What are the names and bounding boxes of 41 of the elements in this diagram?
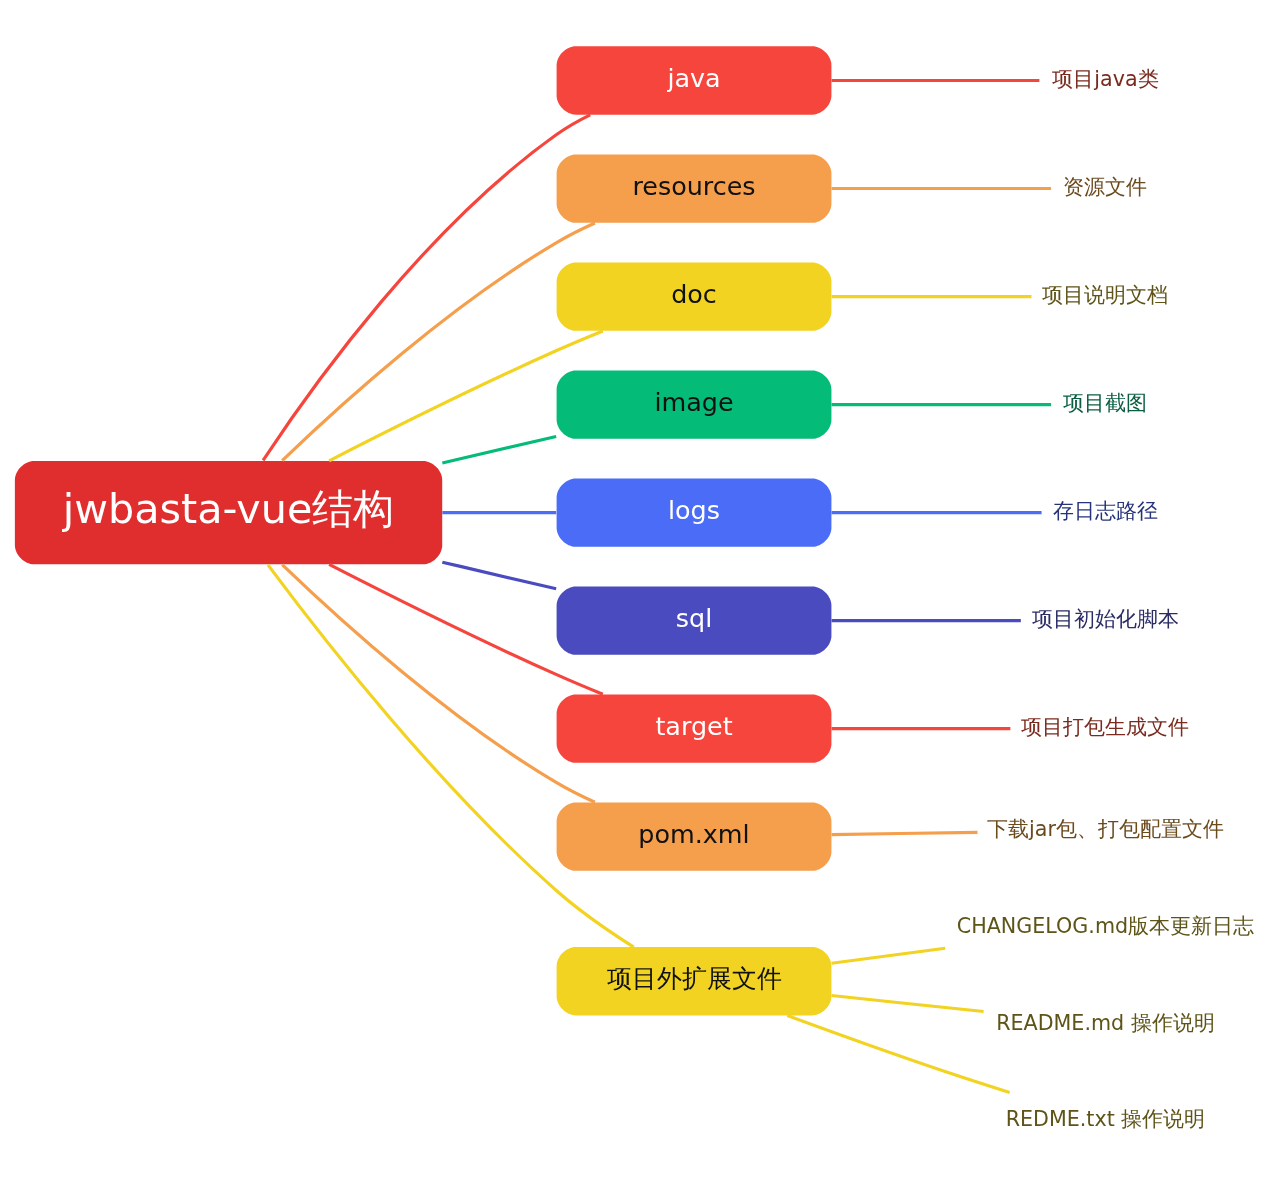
node-text: 项目初始化脚本	[1031, 606, 1179, 631]
node-box: logs	[556, 477, 832, 547]
node-text: CHANGELOG.md版本更新日志	[956, 913, 1255, 938]
connector	[831, 946, 946, 965]
connector	[441, 560, 557, 590]
connector	[442, 510, 557, 514]
node-text: 下载jar包、打包配置文件	[987, 816, 1224, 841]
connector	[261, 112, 591, 461]
connector	[328, 329, 604, 462]
connector	[831, 402, 1052, 406]
node-box: pom.xml	[556, 802, 832, 871]
connector	[281, 562, 596, 804]
connector	[831, 510, 1042, 514]
node-box: sql	[556, 586, 832, 655]
node-box: java	[556, 45, 832, 115]
connector	[831, 186, 1052, 190]
node-text: README.md 操作说明	[996, 1010, 1215, 1035]
connector	[831, 78, 1040, 82]
node-box: 项目外扩展文件	[556, 946, 832, 1015]
node-text: 资源文件	[1063, 174, 1148, 199]
node-text: REDME.txt 操作说明	[1005, 1106, 1206, 1131]
connector	[281, 221, 596, 462]
connector	[266, 563, 635, 948]
node-box: target	[556, 694, 832, 763]
connector	[831, 726, 1011, 730]
connector	[831, 993, 984, 1013]
connector	[831, 294, 1032, 298]
node-box: image	[556, 369, 832, 439]
node-text: 项目说明文档	[1042, 282, 1169, 307]
node-text: 项目java类	[1052, 66, 1159, 91]
node-box: doc	[556, 261, 832, 331]
connector	[441, 434, 557, 465]
node-text: 项目打包生成文件	[1021, 714, 1190, 739]
node-text: 项目截图	[1063, 390, 1148, 415]
connector	[831, 830, 978, 836]
node-box: jwbasta-vue结构	[14, 460, 443, 564]
node-box: resources	[556, 153, 832, 223]
connector	[328, 562, 604, 696]
connector	[786, 1013, 1011, 1094]
connector	[831, 618, 1021, 622]
node-text: 存日志路径	[1052, 498, 1158, 523]
